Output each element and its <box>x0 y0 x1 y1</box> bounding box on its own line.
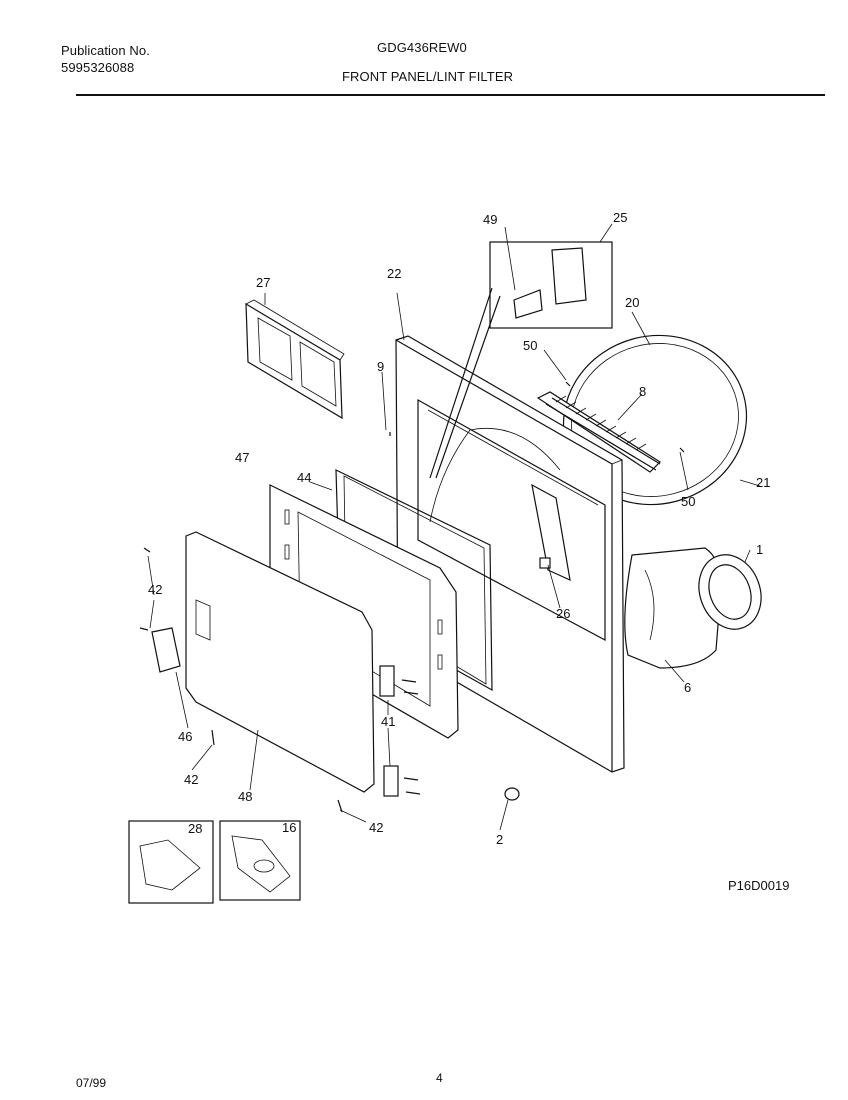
callout-22: 22 <box>387 266 401 281</box>
door-hinges <box>379 665 421 797</box>
callout-50-right: 50 <box>681 494 695 509</box>
header-rule <box>76 94 825 96</box>
inset-16 <box>219 820 301 901</box>
callout-41: 41 <box>381 714 395 729</box>
footer-date: 07/99 <box>76 1076 107 1090</box>
screws <box>139 381 685 813</box>
callout-49: 49 <box>483 212 497 227</box>
lint-filter-housing <box>531 391 661 582</box>
callout-42-left: 42 <box>148 582 162 597</box>
callout-16: 16 <box>282 820 296 835</box>
callout-20: 20 <box>625 295 639 310</box>
section-title: FRONT PANEL/LINT FILTER <box>342 69 514 84</box>
callout-44: 44 <box>297 470 311 485</box>
callout-48: 48 <box>238 789 252 804</box>
callout-50-top: 50 <box>523 338 537 353</box>
callout-1: 1 <box>756 542 763 557</box>
publication-number: 5995326088 <box>61 60 135 75</box>
inset-28 <box>128 820 214 904</box>
callout-28: 28 <box>188 821 202 836</box>
model-number: GDG436REW0 <box>377 40 467 55</box>
callout-42-right: 42 <box>369 820 383 835</box>
drawing-id: P16D0019 <box>728 878 789 893</box>
callout-47: 47 <box>235 450 249 465</box>
blower-housing <box>624 547 762 669</box>
callout-42-bottom: 42 <box>184 772 198 787</box>
callout-46: 46 <box>178 729 192 744</box>
callout-25: 25 <box>613 210 627 225</box>
callout-2: 2 <box>496 832 503 847</box>
page-number: 4 <box>436 1071 443 1085</box>
inset-49-25 <box>429 241 613 479</box>
callout-8: 8 <box>639 384 646 399</box>
callout-labels: 1 2 6 8 9 16 20 21 22 25 26 27 28 41 42 … <box>148 210 770 847</box>
outer-door <box>185 531 375 793</box>
callout-9: 9 <box>377 359 384 374</box>
publication-label: Publication No. <box>61 43 150 58</box>
lint-screen <box>245 299 345 420</box>
filter-door-stop <box>151 627 181 673</box>
callout-6: 6 <box>684 680 691 695</box>
leader-lines <box>147 223 761 831</box>
callout-26: 26 <box>556 606 570 621</box>
callout-21: 21 <box>756 475 770 490</box>
callout-27: 27 <box>256 275 270 290</box>
